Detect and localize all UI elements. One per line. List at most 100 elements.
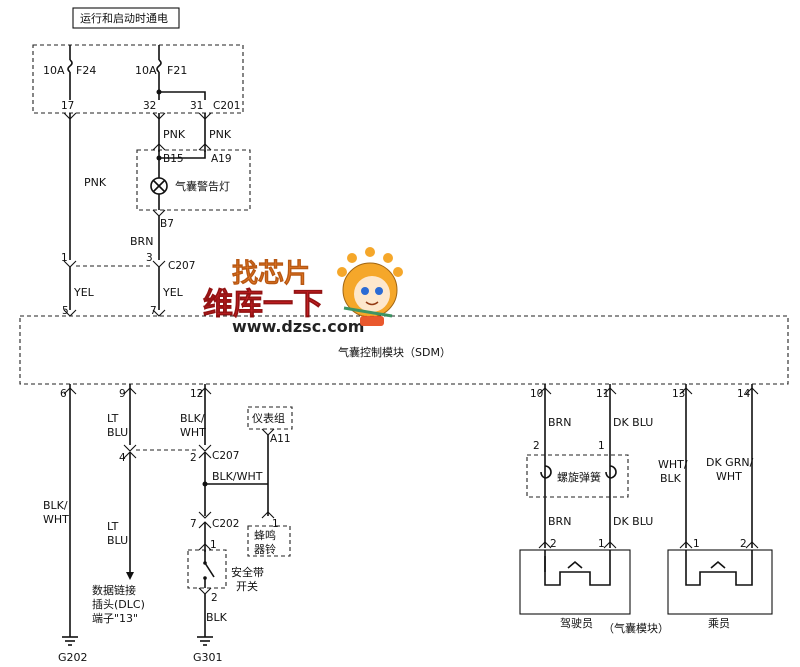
wire-wht-blk-1: WHT/	[658, 458, 688, 471]
airbag-warning-lamp-label: 气囊警告灯	[175, 179, 230, 193]
wire-lt-blu-2a: LT	[107, 520, 119, 533]
pin-31-label: 31	[190, 100, 203, 112]
wire-brn-driver: BRN	[548, 515, 571, 528]
wire-blk-wht-12-2: WHT	[180, 426, 206, 439]
passenger-pin-1-label: 1	[693, 538, 700, 550]
ground-g301-label: G301	[193, 651, 223, 664]
wire-blk-wht-g202-2: WHT	[43, 513, 69, 526]
clockspring-box	[526, 454, 629, 498]
fuse-f24-name: F24	[76, 64, 96, 77]
wire-dk-blu-driver: DK BLU	[613, 515, 653, 528]
sdm-pin-10-label: 10	[530, 388, 543, 400]
wire-blk-wht-buzzer: BLK/WHT	[212, 470, 263, 483]
seat-belt-switch-label-1: 安全带	[231, 565, 264, 579]
wire-pnk-left: PNK	[84, 176, 107, 189]
wire-brn-10: BRN	[548, 416, 571, 429]
switch-icon	[203, 550, 215, 588]
mascot-icon	[337, 247, 403, 326]
wire-wht-blk-2: BLK	[660, 472, 682, 485]
passenger-airbag-module	[667, 549, 773, 615]
wire-dk-grn-wht-2: WHT	[716, 470, 742, 483]
buzzer-pin-1-label: 1	[272, 518, 279, 530]
ground-g202-label: G202	[58, 651, 88, 664]
wire-pnk-31: PNK	[209, 128, 232, 141]
sdm-pin-6-label: 6	[60, 388, 67, 400]
c207-pin-4-label: 4	[119, 452, 126, 464]
watermark-slogan: 维库一下	[203, 287, 323, 322]
fuse-f21-rating: 10A	[135, 64, 157, 77]
buzzer-label-2: 器铃	[254, 542, 276, 556]
fuse-f24: 10A F24	[43, 45, 96, 100]
sdm-pin-13-label: 13	[672, 388, 685, 400]
sdm-pin-11-label: 11	[596, 388, 609, 400]
power-source-box: 运行和启动时通电	[72, 7, 180, 29]
ground-g301-icon	[197, 636, 213, 646]
c202-label: C202	[212, 518, 239, 530]
wire-blk-wht-12-1: BLK/	[180, 412, 205, 425]
seat-belt-pin-1-label: 1	[210, 539, 217, 551]
power-source-label: 运行和启动时通电	[80, 12, 168, 25]
pin-32-label: 32	[143, 100, 156, 112]
sdm-pin-9-label: 9	[119, 388, 126, 400]
c207-upper-label: C207	[168, 260, 195, 272]
c207-lower-label: C207	[212, 450, 239, 462]
watermark: 找芯片 维库一下 www.dzsc.com	[203, 247, 403, 336]
c202-pin-7-label: 7	[190, 518, 197, 530]
c207-pin-3-label: 3	[146, 252, 153, 264]
passenger-pin-2-label: 2	[740, 538, 747, 550]
dlc-label-line3: 端子"13"	[92, 612, 138, 625]
driver-airbag-module	[519, 549, 631, 615]
wire-pnk-32: PNK	[163, 128, 186, 141]
pin-b15-label: B15	[163, 153, 184, 165]
instrument-cluster-box	[247, 406, 293, 430]
dlc-label-line1: 数据链接	[92, 583, 136, 597]
seat-belt-switch-label-2: 开关	[236, 579, 258, 593]
watermark-url: www.dzsc.com	[232, 317, 364, 336]
wire-lt-blu-1b: BLU	[107, 426, 128, 439]
airbag-warning-lamp-box	[136, 149, 251, 211]
fuse-block	[32, 44, 244, 114]
sdm-module	[19, 315, 789, 385]
pin-17-label: 17	[61, 100, 74, 112]
fuse-f24-rating: 10A	[43, 64, 65, 77]
wire-lt-blu-2b: BLU	[107, 534, 128, 547]
instrument-cluster-label: 仪表组	[252, 411, 285, 425]
clockspring-label: 螺旋弹簧	[557, 470, 601, 484]
seat-belt-pin-2-label: 2	[211, 592, 218, 604]
fuse-f21: 10A F21	[135, 45, 206, 100]
driver-module-label: 驾驶员	[560, 616, 593, 630]
wire-blk-wht-g202-1: BLK/	[43, 499, 68, 512]
clockspring-pin-1-label: 1	[598, 440, 605, 452]
wire-dk-grn-wht-1: DK GRN/	[706, 456, 754, 469]
driver-squib-icon	[544, 550, 611, 586]
wire-yel-left: YEL	[73, 286, 95, 299]
watermark-brand: 找芯片	[232, 259, 310, 289]
lamp-icon	[150, 177, 168, 195]
wire-brn-lamp: BRN	[130, 235, 153, 248]
passenger-squib-icon	[685, 550, 753, 586]
sdm-label: 气囊控制模块（SDM）	[338, 345, 451, 359]
c207-pin-2-label: 2	[190, 452, 197, 464]
connector-c201-label: C201	[213, 100, 240, 112]
driver-pin-1-label: 1	[598, 538, 605, 550]
clockspring-pin-2-label: 2	[533, 440, 540, 452]
sdm-pin-12-label: 12	[190, 388, 203, 400]
ground-g202-icon	[62, 636, 78, 646]
clockspring-coil-icon	[540, 465, 617, 479]
driver-pin-2-label: 2	[550, 538, 557, 550]
fuse-f21-name: F21	[167, 64, 187, 77]
buzzer-box	[247, 525, 291, 557]
c207-pin-1-label: 1	[61, 252, 68, 264]
wire-blk: BLK	[206, 611, 228, 624]
buzzer-label-1: 蜂鸣	[254, 528, 276, 542]
seat-belt-switch-box	[187, 549, 227, 589]
passenger-module-label: 乘员	[708, 617, 730, 630]
wire-dk-blu-11: DK BLU	[613, 416, 653, 429]
cluster-pin-a11-label: A11	[270, 433, 291, 445]
sdm-pin-14-label: 14	[737, 388, 751, 400]
pin-b7-label: B7	[160, 218, 174, 230]
wire-lt-blu-1a: LT	[107, 412, 119, 425]
dlc-label-line2: 插头(DLC)	[92, 597, 145, 611]
airbag-module-label: （气囊模块）	[603, 621, 669, 635]
